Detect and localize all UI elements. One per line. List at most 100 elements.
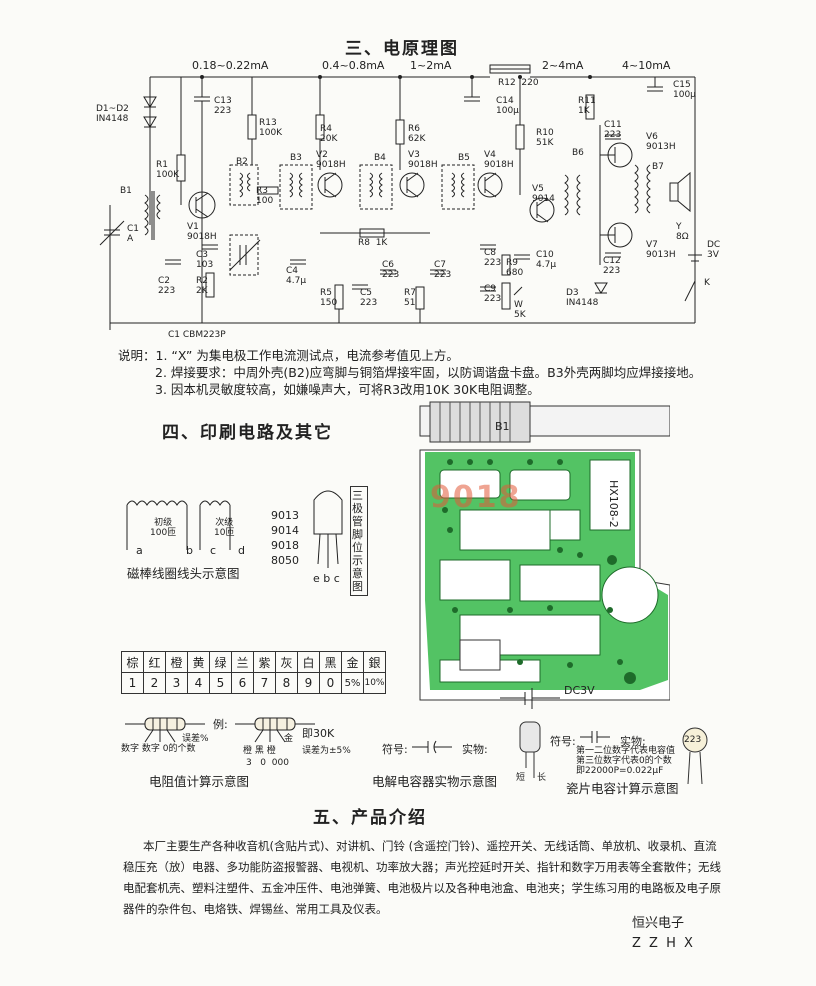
label-c6: C6 223 bbox=[382, 260, 400, 280]
company-code: Z Z H X bbox=[632, 936, 695, 951]
color-name: 銀 bbox=[363, 651, 386, 673]
color-value: 7 bbox=[253, 672, 276, 694]
resistor-caption: 电阻值计算示意图 bbox=[149, 774, 250, 789]
transistor-drawing bbox=[313, 490, 343, 568]
transistor-pins: e b c bbox=[313, 572, 340, 585]
ceramic-symbol-label: 符号: bbox=[550, 735, 576, 748]
label-b7: B7 bbox=[652, 162, 664, 172]
color-value: 1 bbox=[121, 672, 144, 694]
label-r1: R1 100K bbox=[156, 160, 180, 180]
label-c11: C11 223 bbox=[604, 120, 622, 140]
color-value: 3 bbox=[165, 672, 188, 694]
color-name: 棕 bbox=[121, 651, 144, 673]
color-value: 0 bbox=[319, 672, 342, 694]
note-2: 2. 焊接要求：中周外壳(B2)应弯脚与铜箔焊接牢固，以防调谐盘卡盘。B3外壳两… bbox=[155, 365, 702, 380]
ceramic-caption: 瓷片电容计算示意图 bbox=[566, 781, 679, 796]
color-name: 兰 bbox=[231, 651, 254, 673]
label-v7: V7 9013H bbox=[646, 240, 676, 260]
ceramic-drawing bbox=[682, 727, 708, 785]
label-c1: C1 A bbox=[127, 224, 140, 244]
ceramic-symbol bbox=[580, 731, 610, 743]
ceramic-description: 第一二位数字代表电容值 第三位数字代表0的个数 即22000P=0.022μF bbox=[576, 746, 676, 776]
label-c7: C7 223 bbox=[434, 260, 452, 280]
schematic-diagram bbox=[99, 64, 702, 330]
transistor-model: 9014 bbox=[271, 524, 299, 537]
electrolytic-short: 短 bbox=[516, 773, 526, 783]
color-value: 2 bbox=[143, 672, 166, 694]
label-c15: C15 100μ bbox=[673, 80, 696, 100]
coil-pin-d: d bbox=[238, 544, 245, 557]
pcb-b1-label: B1 bbox=[495, 420, 510, 433]
label-d1-d2: D1~D2 IN4148 bbox=[96, 104, 129, 124]
ceramic-real-label: 实物: bbox=[620, 735, 646, 748]
product-title: 五、产品介绍 bbox=[313, 808, 427, 828]
transistor-caption: 三极管脚位示意图 bbox=[350, 486, 368, 596]
note-1: 说明：1. “X” 为集电极工作电流测试点，电流参考值见上方。 bbox=[118, 348, 459, 363]
coil-secondary: 次级 10匝 bbox=[214, 518, 235, 538]
label-v4: V4 9018H bbox=[484, 150, 514, 170]
label-c2: C2 223 bbox=[158, 276, 176, 296]
label-c14: C14 100μ bbox=[496, 96, 519, 116]
pcb-model: HX108-2 bbox=[607, 480, 620, 528]
coil-primary: 初级 100匝 bbox=[150, 518, 177, 538]
color-value: 5% bbox=[341, 672, 364, 694]
color-name: 黑 bbox=[319, 651, 342, 673]
resistor-colors: 橙 黑 橙 bbox=[243, 746, 276, 756]
label-v2: V2 9018H bbox=[316, 150, 346, 170]
label-w: W 5K bbox=[514, 300, 526, 320]
ceramic-code: 223 bbox=[684, 735, 702, 745]
color-code-table: 棕 红 橙 黄 绿 兰 紫 灰 白 黑 金 銀 1 2 3 4 5 6 7 8 … bbox=[121, 651, 386, 694]
electrolytic-drawing bbox=[519, 721, 541, 778]
label-dc: DC 3V bbox=[707, 240, 721, 260]
color-name: 金 bbox=[341, 651, 364, 673]
current-label-4: 2~4mA bbox=[542, 59, 584, 72]
label-c13: C13 223 bbox=[214, 96, 232, 116]
color-name: 灰 bbox=[275, 651, 298, 673]
label-c3: C3 103 bbox=[196, 250, 214, 270]
product-intro: 本厂主要生产各种收音机(含贴片式)、对讲机、门铃 (含遥控门铃)、遥控开关、无线… bbox=[123, 839, 721, 916]
company-name: 恒兴电子 bbox=[632, 916, 685, 931]
electrolytic-symbol-label: 符号: bbox=[382, 743, 408, 756]
transistor-model: 9013 bbox=[271, 509, 299, 522]
coil-pin-c: c bbox=[210, 544, 217, 557]
color-name: 黄 bbox=[187, 651, 210, 673]
label-d3: D3 IN4148 bbox=[566, 288, 599, 308]
note-3: 3. 因本机灵敏度较高，如嫌噪声大，可将R3改用10K 30K电阻调整。 bbox=[155, 382, 540, 397]
color-value: 9 bbox=[297, 672, 320, 694]
label-k: K bbox=[704, 278, 710, 288]
color-name: 白 bbox=[297, 651, 320, 673]
label-c5: C5 223 bbox=[360, 288, 378, 308]
color-value: 6 bbox=[231, 672, 254, 694]
electrolytic-caption: 电解电容器实物示意图 bbox=[372, 774, 498, 789]
resistor-example-label: 例: bbox=[213, 718, 228, 731]
label-v1: V1 9018H bbox=[187, 222, 217, 242]
label-c10: C10 4.7μ bbox=[536, 250, 557, 270]
resistor-tolerance-label: 误差% bbox=[182, 734, 209, 744]
transistor-model: 8050 bbox=[271, 554, 299, 567]
label-b1: B1 bbox=[120, 186, 132, 196]
current-label-2: 0.4~0.8mA bbox=[322, 59, 385, 72]
current-label-5: 4~10mA bbox=[622, 59, 671, 72]
label-r8: R8 1K bbox=[358, 238, 388, 248]
color-value: 10% bbox=[363, 672, 386, 694]
label-cbm: C1 CBM223P bbox=[168, 330, 226, 340]
label-r2: R2 2K bbox=[196, 276, 208, 296]
color-name: 紫 bbox=[253, 651, 276, 673]
label-r10: R10 51K bbox=[536, 128, 554, 148]
electrolytic-symbol bbox=[412, 740, 452, 754]
color-name: 绿 bbox=[209, 651, 232, 673]
color-name-row: 棕 红 橙 黄 绿 兰 紫 灰 白 黑 金 銀 bbox=[121, 651, 386, 673]
label-c8: C8 223 bbox=[484, 248, 502, 268]
resistor-digits: 3 0 000 bbox=[246, 758, 289, 768]
label-r6: R6 62K bbox=[408, 124, 426, 144]
label-v3: V3 9018H bbox=[408, 150, 438, 170]
label-r7: R7 51 bbox=[404, 288, 416, 308]
transistor-models: 9013 9014 9018 8050 bbox=[271, 508, 299, 568]
schematic-title: 三、电原理图 bbox=[345, 39, 459, 59]
label-v5: V5 9014 bbox=[532, 184, 555, 204]
label-b5: B5 bbox=[458, 153, 470, 163]
coil-pin-b: b bbox=[186, 544, 193, 557]
color-value: 8 bbox=[275, 672, 298, 694]
color-value: 4 bbox=[187, 672, 210, 694]
transistor-model: 9018 bbox=[271, 539, 299, 552]
